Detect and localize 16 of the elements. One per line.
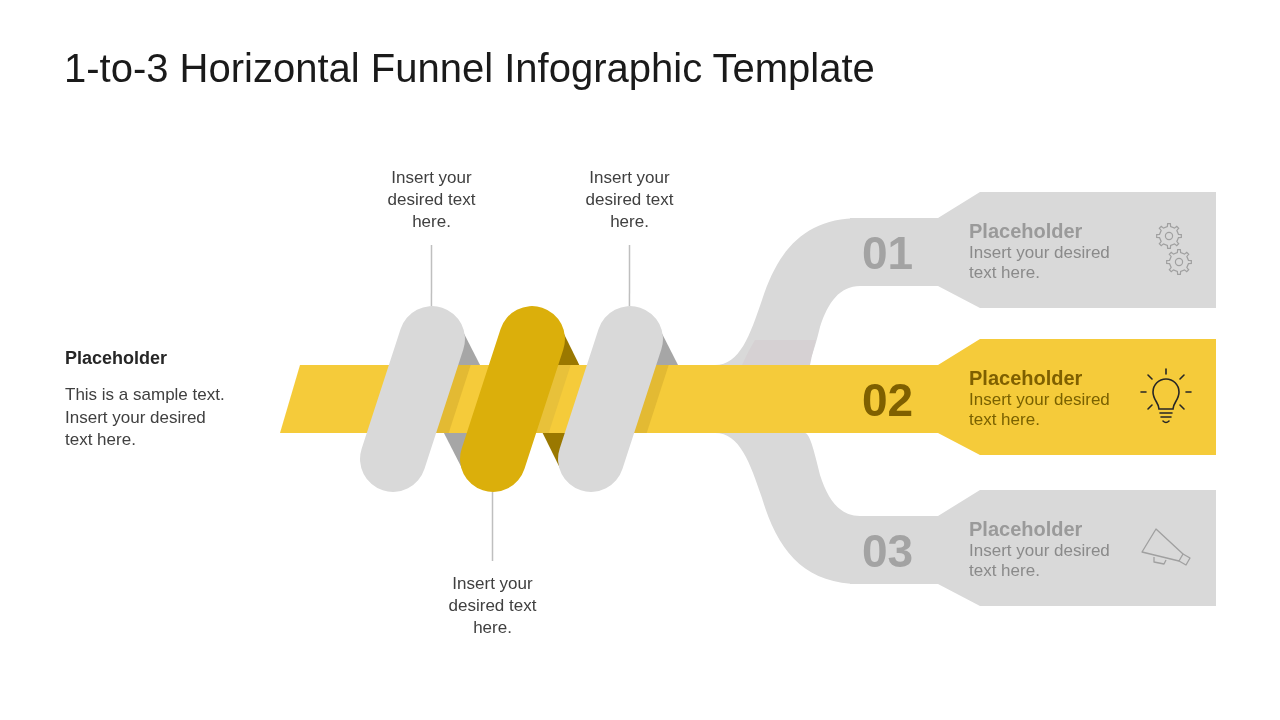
slide-title: 1-to-3 Horizontal Funnel Infographic Template [64,45,875,92]
banner-text: Insert your desired text here. [969,243,1111,283]
step-number: 02 [862,375,914,425]
banner-heading: Placeholder [969,517,1084,541]
leader-line [491,491,494,562]
heading-text: Placeholder [65,347,169,370]
banner-heading: Placeholder [969,219,1084,243]
callout-text: Insert your desired text here. [584,167,675,233]
callout-text: Insert your desired text here. [447,573,538,639]
banner-heading: Placeholder [969,366,1084,390]
banner-text: Insert your desired text here. [969,541,1111,581]
leader-line [628,244,631,307]
banner-text: Insert your desired text here. [969,390,1111,430]
body-text: This is a sample text. Insert your desired text here. [65,384,226,451]
leader-line [430,244,433,307]
callout-text: Insert your desired text here. [386,167,477,233]
